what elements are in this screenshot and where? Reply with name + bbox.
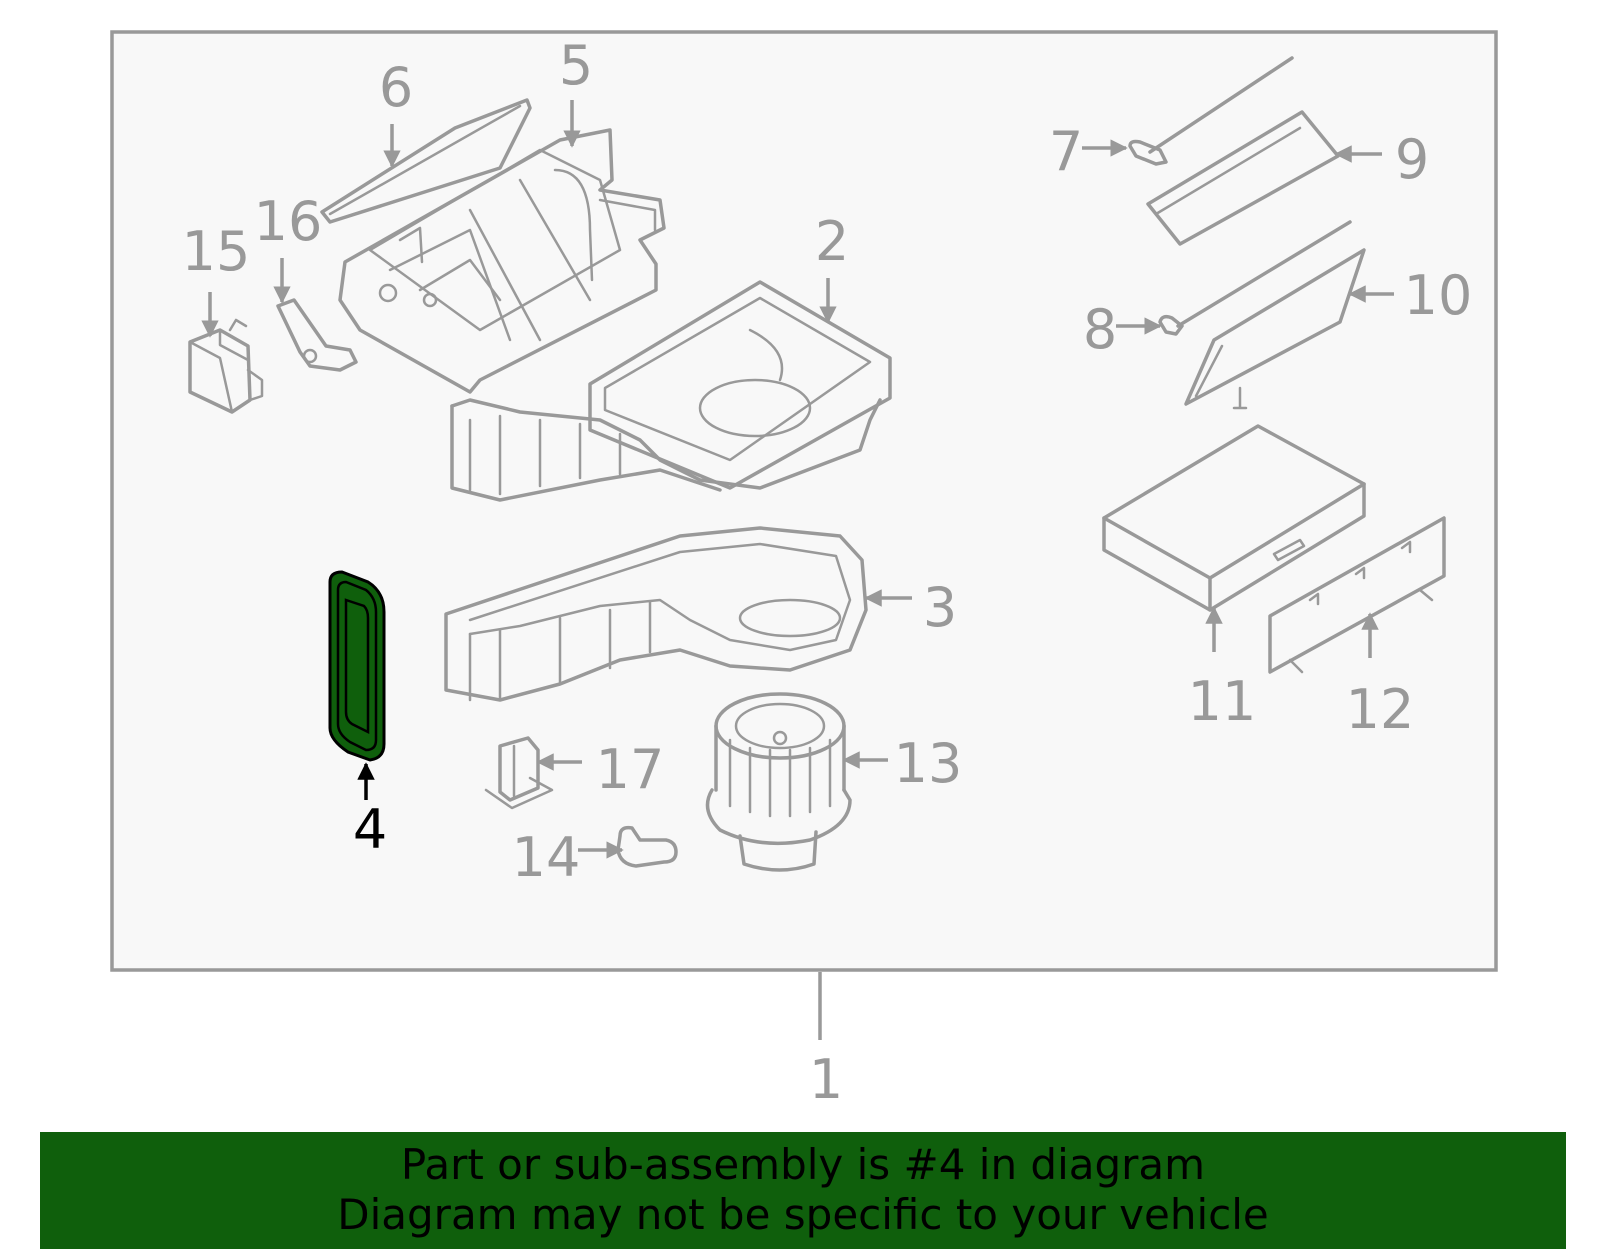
callout-7: 7 — [1049, 120, 1083, 183]
callout-9: 9 — [1395, 128, 1429, 191]
callout-3: 3 — [923, 576, 957, 639]
callout-16: 16 — [254, 190, 323, 253]
callout-6: 6 — [379, 56, 413, 119]
callout-1: 1 — [809, 1048, 843, 1111]
part-3-scroll-housing[interactable] — [444, 526, 868, 702]
assembly-frame — [110, 30, 1498, 972]
part-2-blower-housing[interactable] — [450, 280, 892, 502]
info-banner: Part or sub-assembly is #4 in diagram Di… — [40, 1132, 1566, 1249]
callout-12: 12 — [1346, 678, 1415, 741]
callout-4: 4 — [353, 798, 387, 861]
part-4-seal-highlighted[interactable] — [328, 570, 386, 762]
callout-15: 15 — [182, 220, 251, 283]
part-16-lever[interactable] — [276, 298, 358, 372]
part-10-filter-frame[interactable] — [1184, 248, 1366, 410]
callout-14: 14 — [512, 826, 581, 889]
callout-2: 2 — [815, 210, 849, 273]
part-7-rod[interactable] — [1128, 56, 1294, 166]
part-6-strip[interactable] — [320, 98, 532, 224]
part-14-hose[interactable] — [616, 825, 678, 868]
part-12-filter-cover[interactable] — [1268, 516, 1446, 674]
part-15-actuator[interactable] — [188, 318, 264, 414]
callout-17: 17 — [596, 738, 665, 801]
callout-11: 11 — [1188, 670, 1257, 733]
banner-line-1: Part or sub-assembly is #4 in diagram — [400, 1140, 1206, 1189]
banner-line-2: Diagram may not be specific to your vehi… — [337, 1190, 1269, 1239]
callout-13: 13 — [894, 732, 963, 795]
callout-8: 8 — [1083, 298, 1117, 361]
callout-10: 10 — [1404, 264, 1473, 327]
part-13-blower-motor[interactable] — [705, 692, 852, 872]
callout-5: 5 — [559, 34, 593, 97]
part-5-heater-case[interactable] — [338, 128, 666, 394]
part-17-resistor[interactable] — [484, 736, 554, 810]
